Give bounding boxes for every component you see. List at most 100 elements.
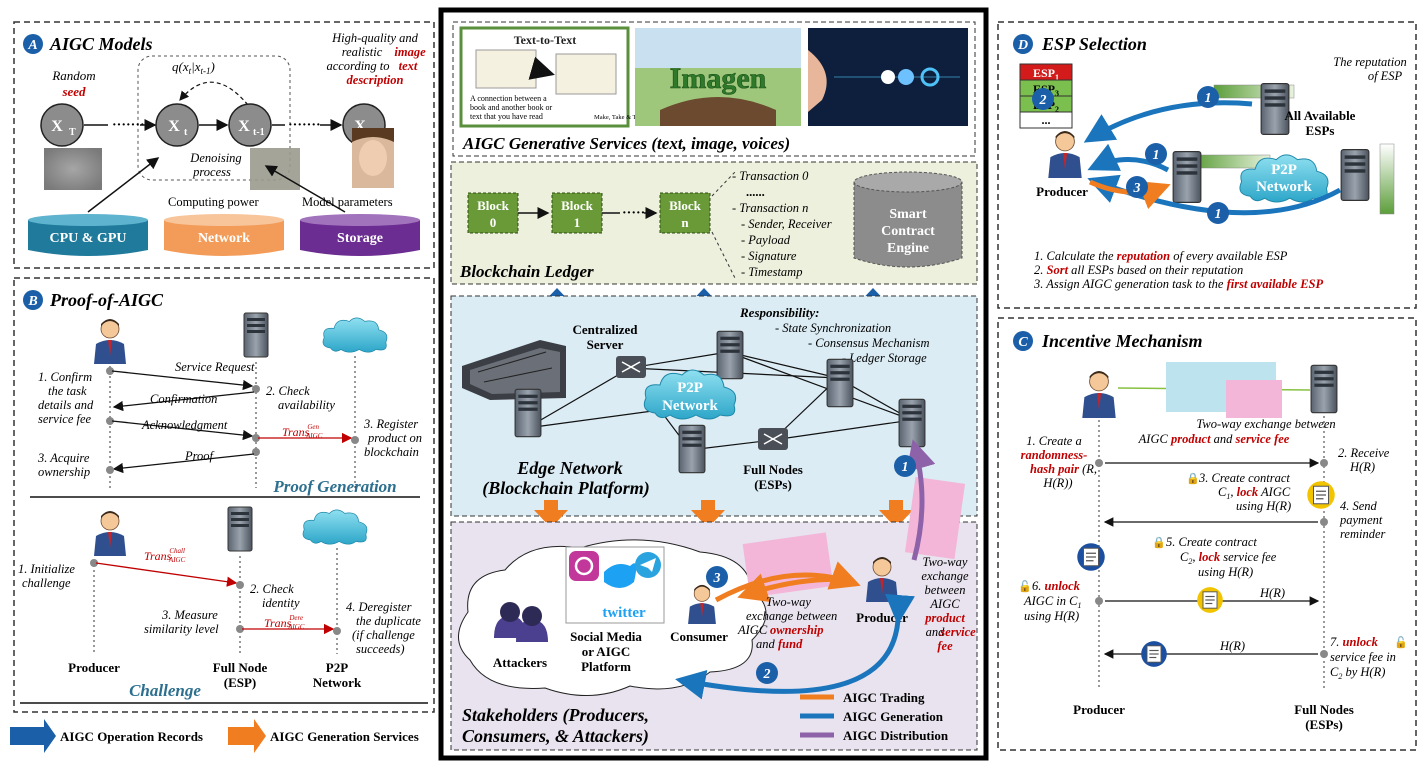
- node-xt-big: X T: [40, 103, 84, 147]
- panel-d-title: ESP Selection: [1041, 34, 1147, 54]
- svg-text:2: 2: [1039, 93, 1047, 108]
- hq-text: text: [399, 59, 418, 73]
- esp-server: [1172, 151, 1202, 203]
- step6-3: using H(R): [1024, 609, 1079, 623]
- social-icons: twitter: [565, 546, 665, 624]
- svg-text:AIGC Trading: AIGC Trading: [843, 690, 925, 705]
- step6-2: AIGC in C1: [1023, 594, 1081, 610]
- full-node-label-2: (ESP): [224, 675, 257, 690]
- tx-1: ......: [746, 185, 765, 199]
- rep-1: The reputation: [1333, 55, 1407, 69]
- hr-label: H(R): [1259, 586, 1285, 600]
- denoise-region: [137, 55, 291, 181]
- step-badge: 3: [1126, 176, 1148, 198]
- svg-text:1: 1: [574, 215, 581, 230]
- block-0: Block 0: [467, 192, 519, 234]
- gen-service-arrow: [879, 500, 913, 528]
- social-2: or AIGC: [582, 644, 631, 659]
- svg-text:3: 3: [1133, 181, 1141, 196]
- msg-service-request-label: Service Request: [175, 360, 255, 374]
- social-3: Platform: [581, 659, 631, 674]
- check-2: availability: [278, 398, 335, 412]
- lock-icon: 🔒: [1186, 472, 1200, 485]
- svg-text:between: between: [925, 583, 966, 597]
- gen-service-arrow: [534, 500, 568, 528]
- trading-arrow: [714, 561, 861, 603]
- msg-proof: [112, 453, 255, 474]
- panel-b: B Proof-of-AIGC 1. Confirm the task deta…: [13, 277, 435, 713]
- dot: [236, 625, 244, 633]
- svg-text:and: and: [756, 637, 776, 651]
- svg-text:X: X: [168, 118, 180, 135]
- svg-text:2: 2: [763, 667, 771, 682]
- step-badge: 1: [1207, 202, 1229, 224]
- contract-icon: [1306, 480, 1336, 510]
- hq-image: image: [394, 45, 426, 59]
- acquire-1: 3. Acquire: [37, 451, 90, 465]
- exchange-image: [904, 476, 966, 560]
- hr-label: H(R): [1219, 639, 1245, 653]
- services-title: AIGC Generative Services (text, image, v…: [462, 134, 790, 153]
- svg-text:1: 1: [1215, 207, 1222, 222]
- lock-icon: 🔒: [1152, 536, 1166, 549]
- msg-confirmation-label: Confirmation: [150, 392, 217, 406]
- dot: [252, 448, 260, 456]
- panel-c-badge: [1013, 331, 1033, 351]
- contract-icon: [1076, 542, 1106, 572]
- svg-text:AIGC Operation Records: AIGC Operation Records: [60, 729, 203, 744]
- panel-b-badge-text: B: [27, 294, 37, 309]
- msg-trans-chall: [95, 562, 238, 587]
- svg-text:AIGC: AIGC: [737, 623, 768, 637]
- check-id-1: 2. Check: [250, 582, 294, 596]
- social-1: Social Media: [570, 629, 642, 644]
- svg-text:X: X: [238, 118, 250, 135]
- check-id-2: identity: [262, 596, 300, 610]
- attackers-label: Attackers: [493, 655, 547, 670]
- proof-generation-label: Proof Generation: [272, 477, 396, 496]
- switch-icon: [758, 428, 788, 450]
- cylinder-storage: Storage: [300, 214, 420, 256]
- dot: [1095, 459, 1103, 467]
- svg-text:AIGC Generation: AIGC Generation: [843, 709, 944, 724]
- esp-server: [1340, 149, 1370, 201]
- challenge-label: Challenge: [129, 681, 201, 700]
- producer-label: Producer: [68, 660, 120, 675]
- param-arrow: [264, 165, 346, 213]
- resp-1: - State Synchronization: [775, 321, 891, 335]
- step3-1: 3. Create contract: [1198, 471, 1290, 485]
- imagen-image: Imagen: [635, 28, 801, 126]
- svg-text:AIGC: AIGC: [929, 597, 960, 611]
- panel-d: D ESP Selection The reputation of ESP ES…: [997, 21, 1417, 309]
- switch-icon: [616, 356, 646, 378]
- step7-1: 7. unlock: [1330, 635, 1379, 649]
- chain-dots: ·······: [112, 118, 145, 133]
- svg-text:Block: Block: [561, 198, 594, 213]
- p2p-1: P2P: [1271, 162, 1297, 178]
- step-badge-3: 3: [706, 566, 728, 588]
- step1-2: randomness-: [1021, 448, 1088, 462]
- producer-label: Producer: [856, 610, 908, 625]
- dot: [1320, 459, 1328, 467]
- tx-2: - Transaction n: [732, 201, 808, 215]
- p2p-label-2: Network: [313, 675, 362, 690]
- svg-text:1: 1: [902, 460, 909, 475]
- dot: [252, 434, 260, 442]
- step3-3: using H(R): [1236, 499, 1291, 513]
- dot: [106, 466, 114, 474]
- hq-line-1: High-quality and: [331, 31, 419, 45]
- dot: [106, 367, 114, 375]
- voice-image: [808, 28, 968, 126]
- dot: [1320, 518, 1328, 526]
- msg-acknowledgment-label: Acknowledgment: [141, 418, 228, 432]
- block-dots: ·····: [622, 206, 645, 221]
- noise-image: [44, 148, 102, 190]
- panel-c: C Incentive Mechanism Two-way exchange b…: [997, 317, 1417, 751]
- p2p-2: Network: [662, 398, 718, 414]
- svg-text:ESP1: ESP1: [1033, 66, 1059, 82]
- dereg-1: 4. Deregister: [346, 600, 412, 614]
- esp-step-1: 1. Calculate the reputation of every ava…: [1034, 249, 1288, 263]
- centralized-2: Server: [587, 337, 624, 352]
- panel-a: A AIGC Models Random seed High-quality a…: [13, 21, 435, 269]
- hq-line-3: according to: [326, 59, 389, 73]
